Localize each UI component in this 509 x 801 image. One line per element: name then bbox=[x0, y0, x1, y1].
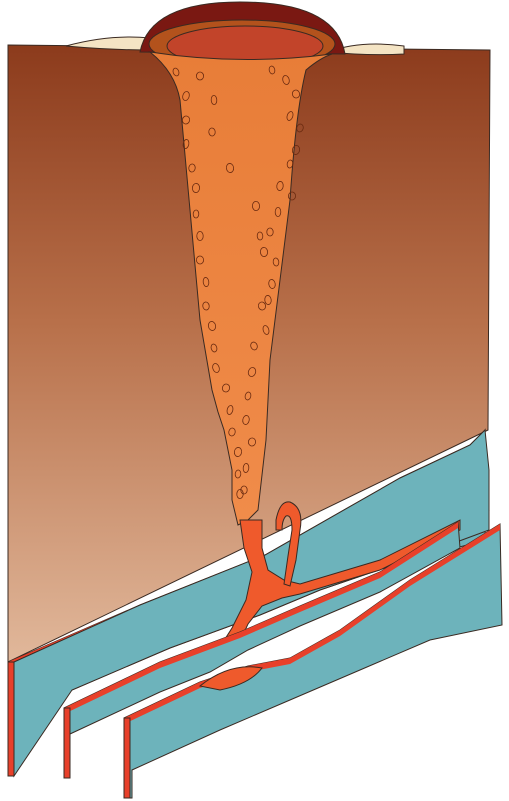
layer-front-front-face bbox=[124, 718, 130, 798]
layer-back-front-face bbox=[8, 662, 14, 776]
layer-middle-front-face bbox=[64, 708, 70, 778]
